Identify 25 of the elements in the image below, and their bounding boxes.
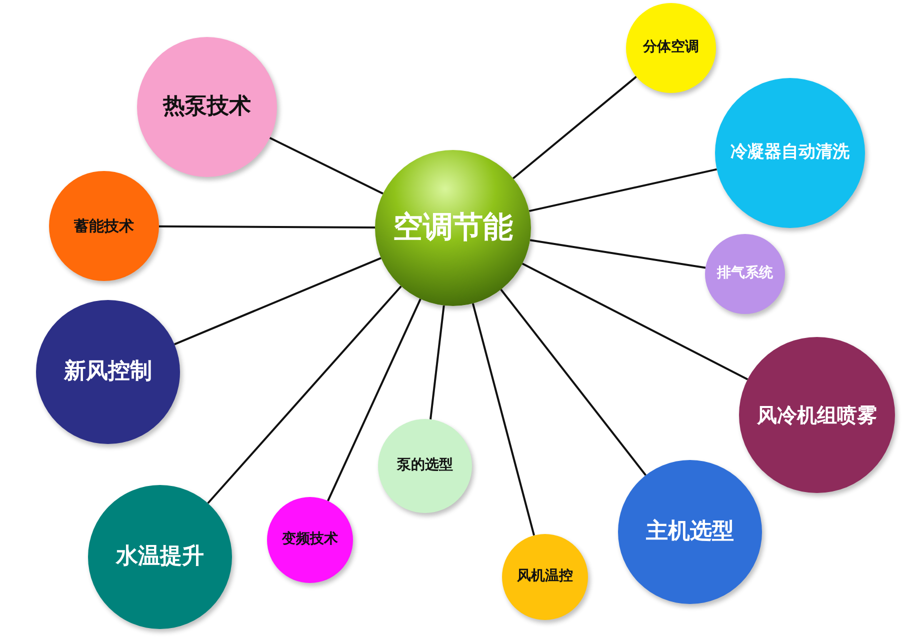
topic-label: 分体空调 xyxy=(642,39,700,57)
connector-line xyxy=(512,76,637,180)
topic-label: 水温提升 xyxy=(114,543,205,571)
topic-label: 冷凝器自动清洗 xyxy=(730,142,850,164)
connector-line xyxy=(528,168,717,212)
connector-line xyxy=(500,288,647,476)
connector-line xyxy=(269,137,384,194)
topic-label: 热泵技术 xyxy=(162,93,252,121)
connector-line xyxy=(522,262,748,380)
topic-label: 泵的选型 xyxy=(396,457,454,475)
topic-label: 变频技术 xyxy=(280,531,339,549)
topic-label: 空调节能 xyxy=(392,209,514,247)
topic-label: 主机选型 xyxy=(645,518,735,546)
topic-label: 风冷机组喷雾 xyxy=(756,402,878,428)
connector-line xyxy=(174,257,382,346)
connector-line xyxy=(159,225,375,229)
connector-line xyxy=(207,286,402,504)
topic-label: 风机温控 xyxy=(516,568,574,586)
topic-label: 排气系统 xyxy=(716,265,774,283)
connector-line xyxy=(472,303,535,536)
connector-line xyxy=(430,305,445,420)
topic-label: 蓄能技术 xyxy=(73,216,135,236)
connector-line xyxy=(327,298,422,502)
topic-label: 新风控制 xyxy=(62,358,153,386)
connector-line xyxy=(530,239,706,269)
